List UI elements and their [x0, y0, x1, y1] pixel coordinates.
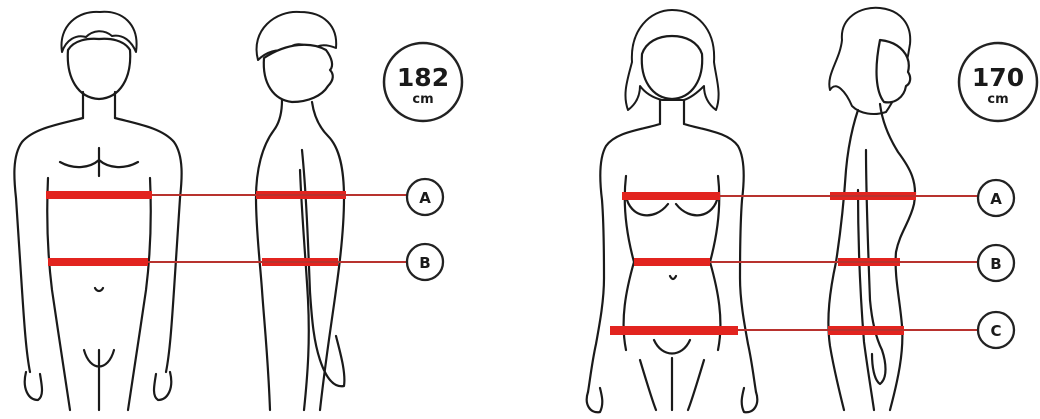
female-measure-c — [610, 326, 978, 335]
male-height-badge: 182 cm — [384, 43, 462, 121]
male-side-figure — [256, 12, 344, 410]
female-measure-a — [622, 192, 978, 200]
male-measure-a — [46, 191, 408, 199]
female-measure-b — [634, 258, 978, 266]
height-value: 182 — [397, 63, 449, 92]
male-side-body — [256, 100, 344, 410]
female-front-face — [642, 36, 702, 99]
male-front-face — [68, 39, 130, 99]
marker-label-b: B — [990, 255, 1001, 273]
female-band-b-front — [634, 258, 710, 266]
height-unit: cm — [412, 92, 433, 107]
male-band-a-front — [46, 191, 152, 199]
female-marker-c: C — [978, 312, 1014, 348]
marker-label-b: B — [419, 254, 430, 272]
marker-label-a: A — [419, 189, 431, 207]
male-measure-b — [48, 258, 408, 266]
height-value: 170 — [972, 63, 1024, 92]
male-band-b-front — [48, 258, 148, 266]
marker-label-c: C — [990, 322, 1001, 340]
female-front-body — [588, 100, 756, 410]
male-marker-a: A — [407, 179, 443, 215]
male-marker-b: B — [407, 244, 443, 280]
female-side-arm — [866, 150, 886, 384]
female-side-figure — [828, 8, 915, 410]
female-front-figure — [587, 10, 758, 412]
female-marker-a: A — [978, 180, 1014, 216]
marker-label-a: A — [990, 190, 1002, 208]
height-unit: cm — [987, 92, 1008, 107]
male-side-head — [264, 45, 333, 102]
female-band-c-front — [610, 326, 738, 335]
female-marker-b: B — [978, 245, 1014, 281]
female-height-badge: 170 cm — [959, 43, 1037, 121]
female-band-a-front — [622, 192, 720, 200]
male-front-figure — [14, 12, 181, 410]
